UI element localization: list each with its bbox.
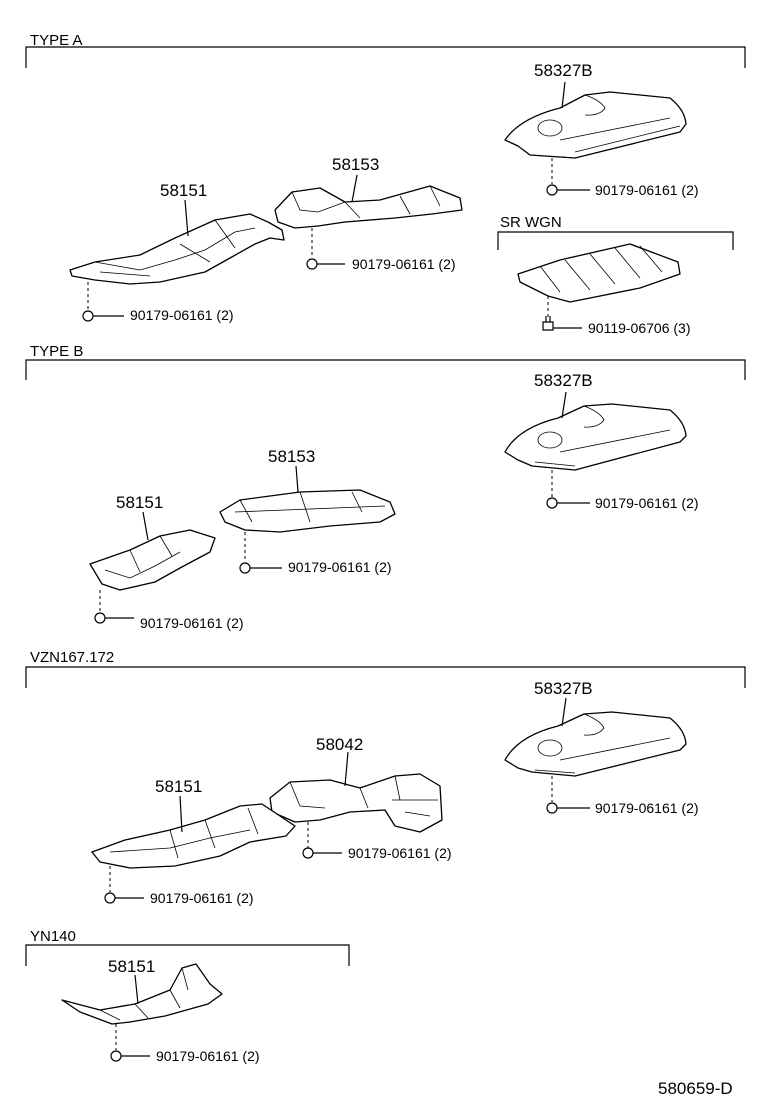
section-bracket-type-b: [25, 359, 746, 380]
diagram-code: 580659-D: [658, 1079, 733, 1098]
fastener-label: 90179-06161 (2): [595, 800, 699, 816]
part-58153-b: 58153 90179-06161 (2): [219, 447, 396, 575]
part-label-58151: 58151: [108, 957, 155, 976]
flange-nut-icon: [546, 184, 558, 196]
part-label-58327b: 58327B: [534, 61, 593, 80]
section-type-b: TYPE B 58327B 90179-06161 (2) 58153 9017…: [25, 343, 746, 631]
part-label-58151: 58151: [116, 493, 163, 512]
flange-nut-icon: [104, 892, 116, 904]
part-58151-d: 58151 90179-06161 (2): [61, 957, 260, 1064]
fastener-label: 90179-06161 (2): [348, 845, 452, 861]
part-label-58042: 58042: [316, 735, 363, 754]
subsection-bracket-sr-wgn: [497, 231, 734, 250]
section-title-vzn167-172: VZN167.172: [30, 649, 114, 666]
part-label-58153: 58153: [332, 155, 379, 174]
part-58327b-cover-c: 58327B 90179-06161 (2): [504, 679, 699, 816]
fastener-label: 90179-06161 (2): [352, 256, 456, 272]
section-title-type-b: TYPE B: [30, 343, 83, 360]
section-bracket-yn140: [25, 944, 350, 966]
section-bracket-vzn167-172: [25, 666, 746, 688]
flange-nut-icon: [110, 1050, 122, 1062]
part-58042: 58042 90179-06161 (2): [269, 735, 452, 861]
part-58151-b: 58151 90179-06161 (2): [89, 493, 244, 631]
part-label-58153: 58153: [268, 447, 315, 466]
flange-nut-icon: [306, 258, 318, 270]
part-58151-a: 58151 90179-06161 (2): [69, 181, 285, 323]
subsection-sr-wgn: SR WGN 90119-06706 (3): [497, 214, 734, 336]
flange-nut-icon: [239, 562, 251, 574]
part-label-58151: 58151: [155, 777, 202, 796]
fastener-label: 90179-06161 (2): [595, 182, 699, 198]
flange-nut-icon: [546, 497, 558, 509]
fastener-label: 90119-06706 (3): [588, 320, 690, 336]
flange-nut-icon: [546, 802, 558, 814]
bolt-icon: [542, 316, 554, 331]
flange-nut-icon: [94, 612, 106, 624]
flange-nut-icon: [82, 310, 94, 322]
part-label-58151: 58151: [160, 181, 207, 200]
fastener-label: 90179-06161 (2): [140, 615, 244, 631]
fastener-label: 90179-06161 (2): [156, 1048, 260, 1064]
section-type-a: TYPE A 58327B 90179-06161 (2) 58151 9017…: [25, 32, 746, 336]
section-title-type-a: TYPE A: [30, 32, 83, 49]
fastener-label: 90179-06161 (2): [595, 495, 699, 511]
part-58327b-cover-a: 58327B 90179-06161 (2): [504, 61, 699, 198]
flange-nut-icon: [302, 847, 314, 859]
part-58153-a: 58153 90179-06161 (2): [274, 155, 463, 272]
part-label-58327b: 58327B: [534, 679, 593, 698]
fastener-label: 90179-06161 (2): [130, 307, 234, 323]
part-58151-c: 58151 90179-06161 (2): [91, 777, 296, 906]
part-58327b-cover-b: 58327B 90179-06161 (2): [504, 371, 699, 511]
section-yn140: YN140 58151 90179-06161 (2): [25, 928, 350, 1064]
subsection-title-sr-wgn: SR WGN: [500, 214, 562, 231]
fastener-label: 90179-06161 (2): [150, 890, 254, 906]
section-vzn167-172: VZN167.172 58327B 90179-06161 (2) 58042 …: [25, 649, 746, 906]
section-title-yn140: YN140: [30, 928, 76, 945]
fastener-label: 90179-06161 (2): [288, 559, 392, 575]
section-bracket-type-a: [25, 46, 746, 68]
part-label-58327b: 58327B: [534, 371, 593, 390]
